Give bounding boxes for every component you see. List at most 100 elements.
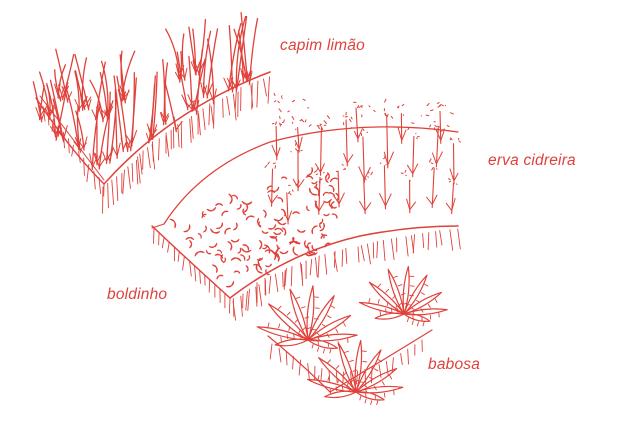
erva-dot [320, 125, 321, 126]
bed-hatch [108, 184, 109, 208]
erva-dot [275, 122, 276, 125]
boldinho-leaf [320, 222, 322, 227]
bed-hatch [423, 234, 424, 248]
boldinho-leaf [216, 204, 223, 206]
babosa-tooth [412, 321, 413, 325]
babosa-tooth [423, 322, 424, 326]
label-boldinho: boldinho [107, 286, 167, 304]
babosa-tooth [294, 334, 295, 338]
boldinho-leaf [328, 193, 334, 198]
boldinho-leaf [213, 265, 218, 272]
bed-hatch [264, 79, 267, 96]
boldinho-leaf [259, 222, 261, 227]
bed-hatch [214, 101, 215, 128]
erva-dot [430, 159, 432, 162]
bed-edge [230, 226, 458, 298]
erva-dot [342, 165, 343, 166]
bed-hatch [367, 244, 370, 264]
bed-hatch [190, 119, 192, 142]
erva-leaf [344, 154, 353, 163]
boldinho-leaf [242, 249, 251, 253]
bed-hatch [211, 106, 213, 124]
erva-dot [374, 110, 376, 111]
boldinho-leaf [217, 223, 223, 228]
erva-dot [290, 193, 291, 195]
erva-dot [435, 125, 437, 126]
boldinho-leaf [231, 240, 239, 242]
erva-dot [391, 116, 393, 118]
boldinho-leaf [211, 229, 220, 233]
bed-edge [104, 72, 270, 184]
erva-dot [401, 173, 403, 174]
babosa-tooth [371, 401, 372, 405]
boldinho-leaf [260, 241, 262, 249]
grass-blade [182, 34, 184, 80]
erva-dot [412, 123, 414, 124]
erva-dot [351, 128, 352, 129]
babosa-tooth [386, 289, 389, 292]
babosa-tooth [390, 376, 392, 380]
erva-dot [293, 100, 295, 102]
bed-hatch [235, 90, 236, 110]
bed-hatch [358, 247, 359, 262]
bed-hatch [275, 274, 277, 291]
erva-dot [315, 171, 317, 173]
boldinho-leaf [298, 230, 305, 232]
babosa-tooth [336, 329, 338, 333]
erva-dot [363, 129, 364, 131]
bed-hatch [140, 154, 142, 174]
babosa-leaf [257, 327, 308, 340]
bed-hatch [181, 122, 182, 148]
bed-hatch [148, 148, 151, 168]
boldinho-leaf [241, 255, 245, 260]
boldinho-leaf [227, 282, 234, 287]
erva-dot [274, 93, 275, 95]
erva-dot [292, 116, 294, 119]
bed-hatch [318, 256, 319, 278]
babosa-tooth [425, 284, 428, 286]
erva-dot [437, 102, 439, 103]
erva-dot [278, 101, 279, 102]
capim-limao-bed [33, 13, 270, 214]
bed-hatch [159, 139, 160, 160]
boldinho-leaf [262, 231, 268, 233]
boldinho-leaf [332, 214, 337, 218]
babosa-tooth [417, 322, 418, 326]
bed-hatch [152, 142, 153, 162]
erva-dot [273, 163, 275, 164]
babosa-tooth [380, 311, 381, 315]
babosa-tooth [318, 348, 319, 352]
boldinho-leaf [238, 248, 241, 253]
bed-hatch [159, 233, 160, 245]
babosa-tooth [331, 306, 334, 308]
erva-dot [288, 111, 290, 112]
babosa-tooth [398, 285, 402, 286]
babosa-tooth [378, 284, 381, 287]
boldinho-leaf [293, 247, 298, 255]
bed-hatch [103, 187, 104, 213]
erva-dot [317, 168, 318, 170]
bed-hatch [136, 160, 137, 184]
boldinho-leaf [324, 214, 329, 216]
bed-hatch [84, 158, 85, 175]
babosa-tooth [378, 300, 379, 304]
bed-hatch [192, 116, 194, 138]
bed-hatch [377, 242, 378, 258]
boldinho-leaf [244, 204, 248, 212]
bed-hatch [329, 370, 330, 381]
erva-dot [303, 99, 305, 100]
boldinho-leaf [231, 258, 241, 261]
boldinho-leaf [209, 244, 216, 248]
erva-dot [305, 120, 306, 122]
bed-hatch [203, 109, 205, 130]
erva-dot [279, 109, 281, 112]
boldinho-leaf [233, 195, 238, 199]
erva-dot [459, 141, 460, 142]
boldinho-leaf [331, 178, 338, 181]
erva-dot [438, 126, 440, 127]
bed-hatch [428, 233, 429, 250]
boldinho-leaf [327, 173, 329, 179]
erva-leaf [427, 195, 437, 204]
babosa-tooth [278, 306, 281, 309]
erva-dot [417, 138, 418, 139]
